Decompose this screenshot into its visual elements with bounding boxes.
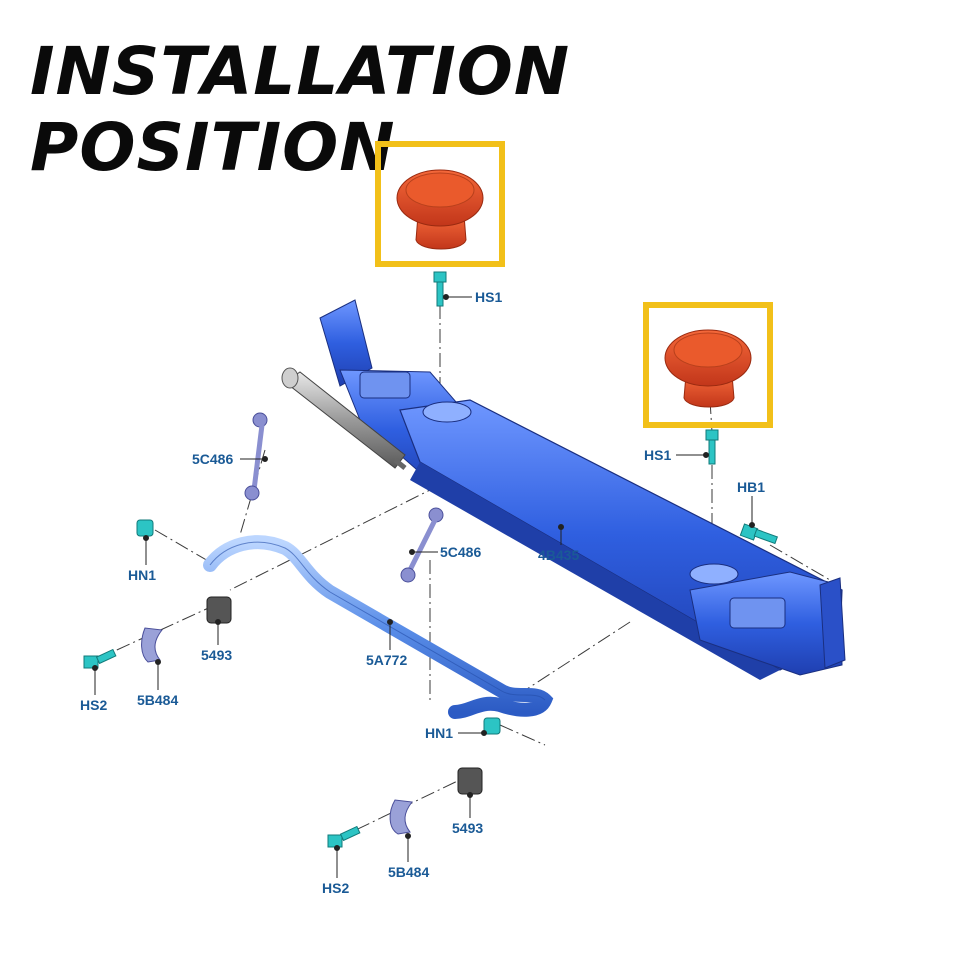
bump-stop-right — [664, 329, 752, 408]
bolt-hs1-right — [705, 429, 719, 465]
highlight-box-right — [643, 302, 773, 428]
label-4b435: 4B435 — [538, 547, 579, 563]
bolt-hs1-top — [433, 271, 447, 307]
label-hs1-right: HS1 — [644, 447, 671, 463]
stabilizer-link-center — [400, 507, 444, 583]
nut-hn1-center — [483, 717, 501, 735]
bolt-hb1 — [739, 523, 779, 545]
label-5c486-center: 5C486 — [440, 544, 481, 560]
bolt-hs2-bottom — [327, 825, 361, 848]
bracket-5b484-left — [141, 627, 163, 663]
page-title: INSTALLATION POSITION — [30, 34, 570, 186]
bushing-5493-bottom — [457, 767, 483, 795]
shock-absorber — [281, 367, 407, 470]
stabilizer-link-left — [244, 412, 268, 501]
label-5a772: 5A772 — [366, 652, 407, 668]
label-5493-bottom: 5493 — [452, 820, 483, 836]
bracket-5b484-bottom — [389, 799, 413, 835]
label-hs2-bottom: HS2 — [322, 880, 349, 896]
label-hs2-left: HS2 — [80, 697, 107, 713]
label-5c486-left: 5C486 — [192, 451, 233, 467]
label-5b484-bottom: 5B484 — [388, 864, 429, 880]
label-5b484-left: 5B484 — [137, 692, 178, 708]
label-5493-left: 5493 — [201, 647, 232, 663]
bolt-hs2-left — [83, 648, 117, 669]
nut-hn1-left — [136, 519, 154, 537]
bump-stop-top — [396, 169, 484, 250]
leader-lines — [92, 294, 755, 878]
label-hn1-left: HN1 — [128, 567, 156, 583]
label-hn1-center: HN1 — [425, 725, 453, 741]
chassis-frame — [319, 299, 846, 680]
label-hb1: HB1 — [737, 479, 765, 495]
label-hs1-top: HS1 — [475, 289, 502, 305]
title-line-1: INSTALLATION — [30, 33, 571, 110]
title-line-2: POSITION — [30, 109, 396, 186]
highlight-box-top — [375, 141, 505, 267]
bushing-5493-left — [206, 596, 232, 624]
